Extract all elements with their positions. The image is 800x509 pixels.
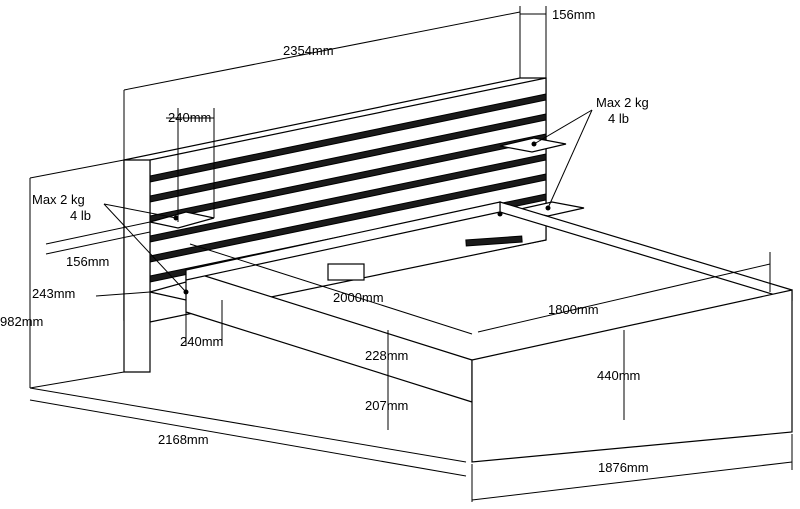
load-right-line2: 4 lb	[608, 111, 629, 126]
hardware-clip	[327, 263, 365, 281]
dim-headboard-width: 2354mm	[283, 43, 334, 58]
dim-inner-length: 2000mm	[333, 290, 384, 305]
load-left-line1: Max 2 kg	[32, 192, 85, 207]
dim-shelf-height: 243mm	[32, 286, 76, 301]
dim-inner-width: 1800mm	[548, 302, 599, 317]
screw-dot	[497, 211, 503, 217]
dim-shelf-left-width: 240mm	[168, 110, 212, 125]
bed-left-rail	[185, 269, 473, 403]
dim-headboard-depth: 156mm	[552, 7, 596, 22]
dim-shelf-depth: 156mm	[66, 254, 110, 269]
hardware-bracket	[465, 235, 523, 247]
left-column	[123, 159, 151, 373]
dim-rail-height: 228mm	[365, 348, 409, 363]
dim-total-width: 1876mm	[598, 460, 649, 475]
dim-shelf-lower-width: 240mm	[180, 334, 224, 349]
load-left-line2: 4 lb	[70, 208, 91, 223]
dimension-lines	[29, 6, 793, 502]
load-right-line1: Max 2 kg	[596, 95, 649, 110]
bed-right-rail	[499, 201, 793, 301]
dim-total-height: 982mm	[0, 314, 44, 329]
dim-bed-height: 440mm	[597, 368, 641, 383]
bed-footboard	[471, 289, 793, 463]
dim-floor-clearance: 207mm	[365, 398, 409, 413]
dim-total-length: 2168mm	[158, 432, 209, 447]
